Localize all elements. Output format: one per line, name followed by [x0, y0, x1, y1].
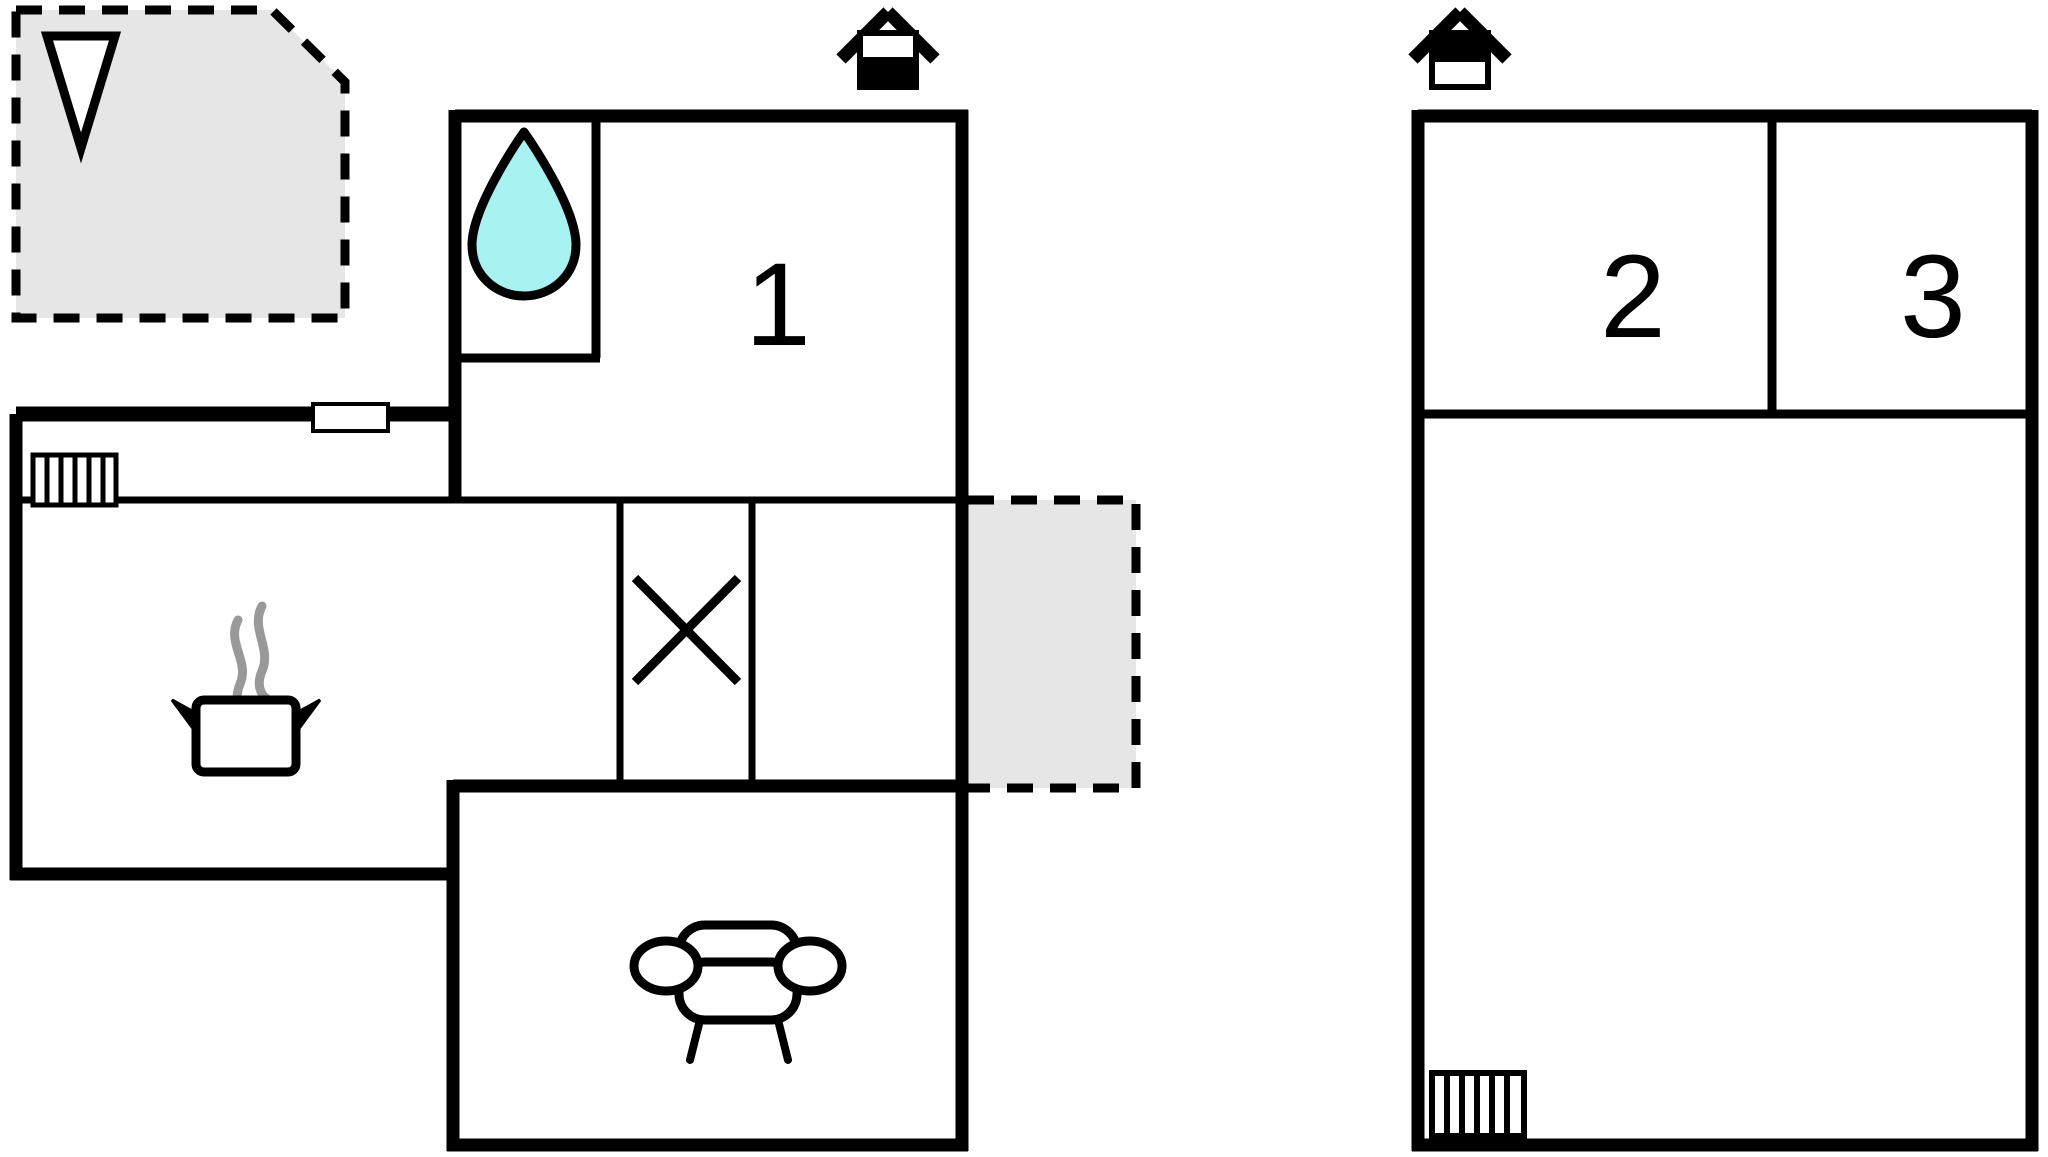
house-lower-block-ground: [857, 57, 919, 90]
radiator-icon-upper: [1429, 1070, 1527, 1139]
water-drop-shape: [467, 127, 581, 301]
parasol-icon-shape: [40, 31, 122, 164]
room-number-2: 2: [1600, 231, 1666, 363]
radiator-fins-ground: [44, 457, 106, 503]
terrace-east-fill: [968, 500, 1136, 788]
door-opening-icon: [311, 402, 390, 433]
stairs-cross-icon: [631, 574, 742, 686]
room-number-1: 1: [745, 239, 811, 371]
room-number-3: 3: [1900, 231, 1966, 363]
house-entrance-icon-upper: [1408, 7, 1512, 90]
water-drop-icon: [467, 127, 581, 301]
stairs-cross-lines: [631, 574, 742, 686]
floor-plan-upper-floor: 2 3: [1408, 7, 2039, 1152]
terrace-east-outline: [968, 495, 1141, 793]
sofa-icon: [629, 920, 847, 1064]
door-opening-shape: [311, 402, 390, 433]
upper-floor-interior-fill: [1418, 116, 2032, 1145]
ground-floor-interior-walls: [16, 122, 962, 790]
radiator-icon-ground: [30, 452, 119, 508]
ground-floor-interior-fill: [16, 116, 968, 1145]
upper-floor-interior-walls: [1418, 120, 2032, 419]
terrace-northwest-outline: [11, 5, 350, 323]
pot-body-icon: [191, 695, 301, 777]
terrace-east: [968, 495, 1141, 793]
sofa-arm-left-icon: [629, 936, 703, 996]
parasol-icon: [40, 31, 122, 164]
house-lower-block-upper: [1429, 56, 1491, 90]
house-entrance-icon-ground: [836, 7, 940, 90]
cooking-pot-icon: [170, 601, 322, 777]
floor-plan-ground-floor: 1: [9, 5, 1141, 1152]
radiator-fins-upper: [1444, 1075, 1510, 1134]
steam-right-icon: [253, 601, 271, 703]
sofa-legs-icon: [686, 1016, 792, 1064]
upper-floor-exterior-walls: [1411, 109, 2039, 1152]
sofa-arm-right-icon: [773, 936, 847, 996]
